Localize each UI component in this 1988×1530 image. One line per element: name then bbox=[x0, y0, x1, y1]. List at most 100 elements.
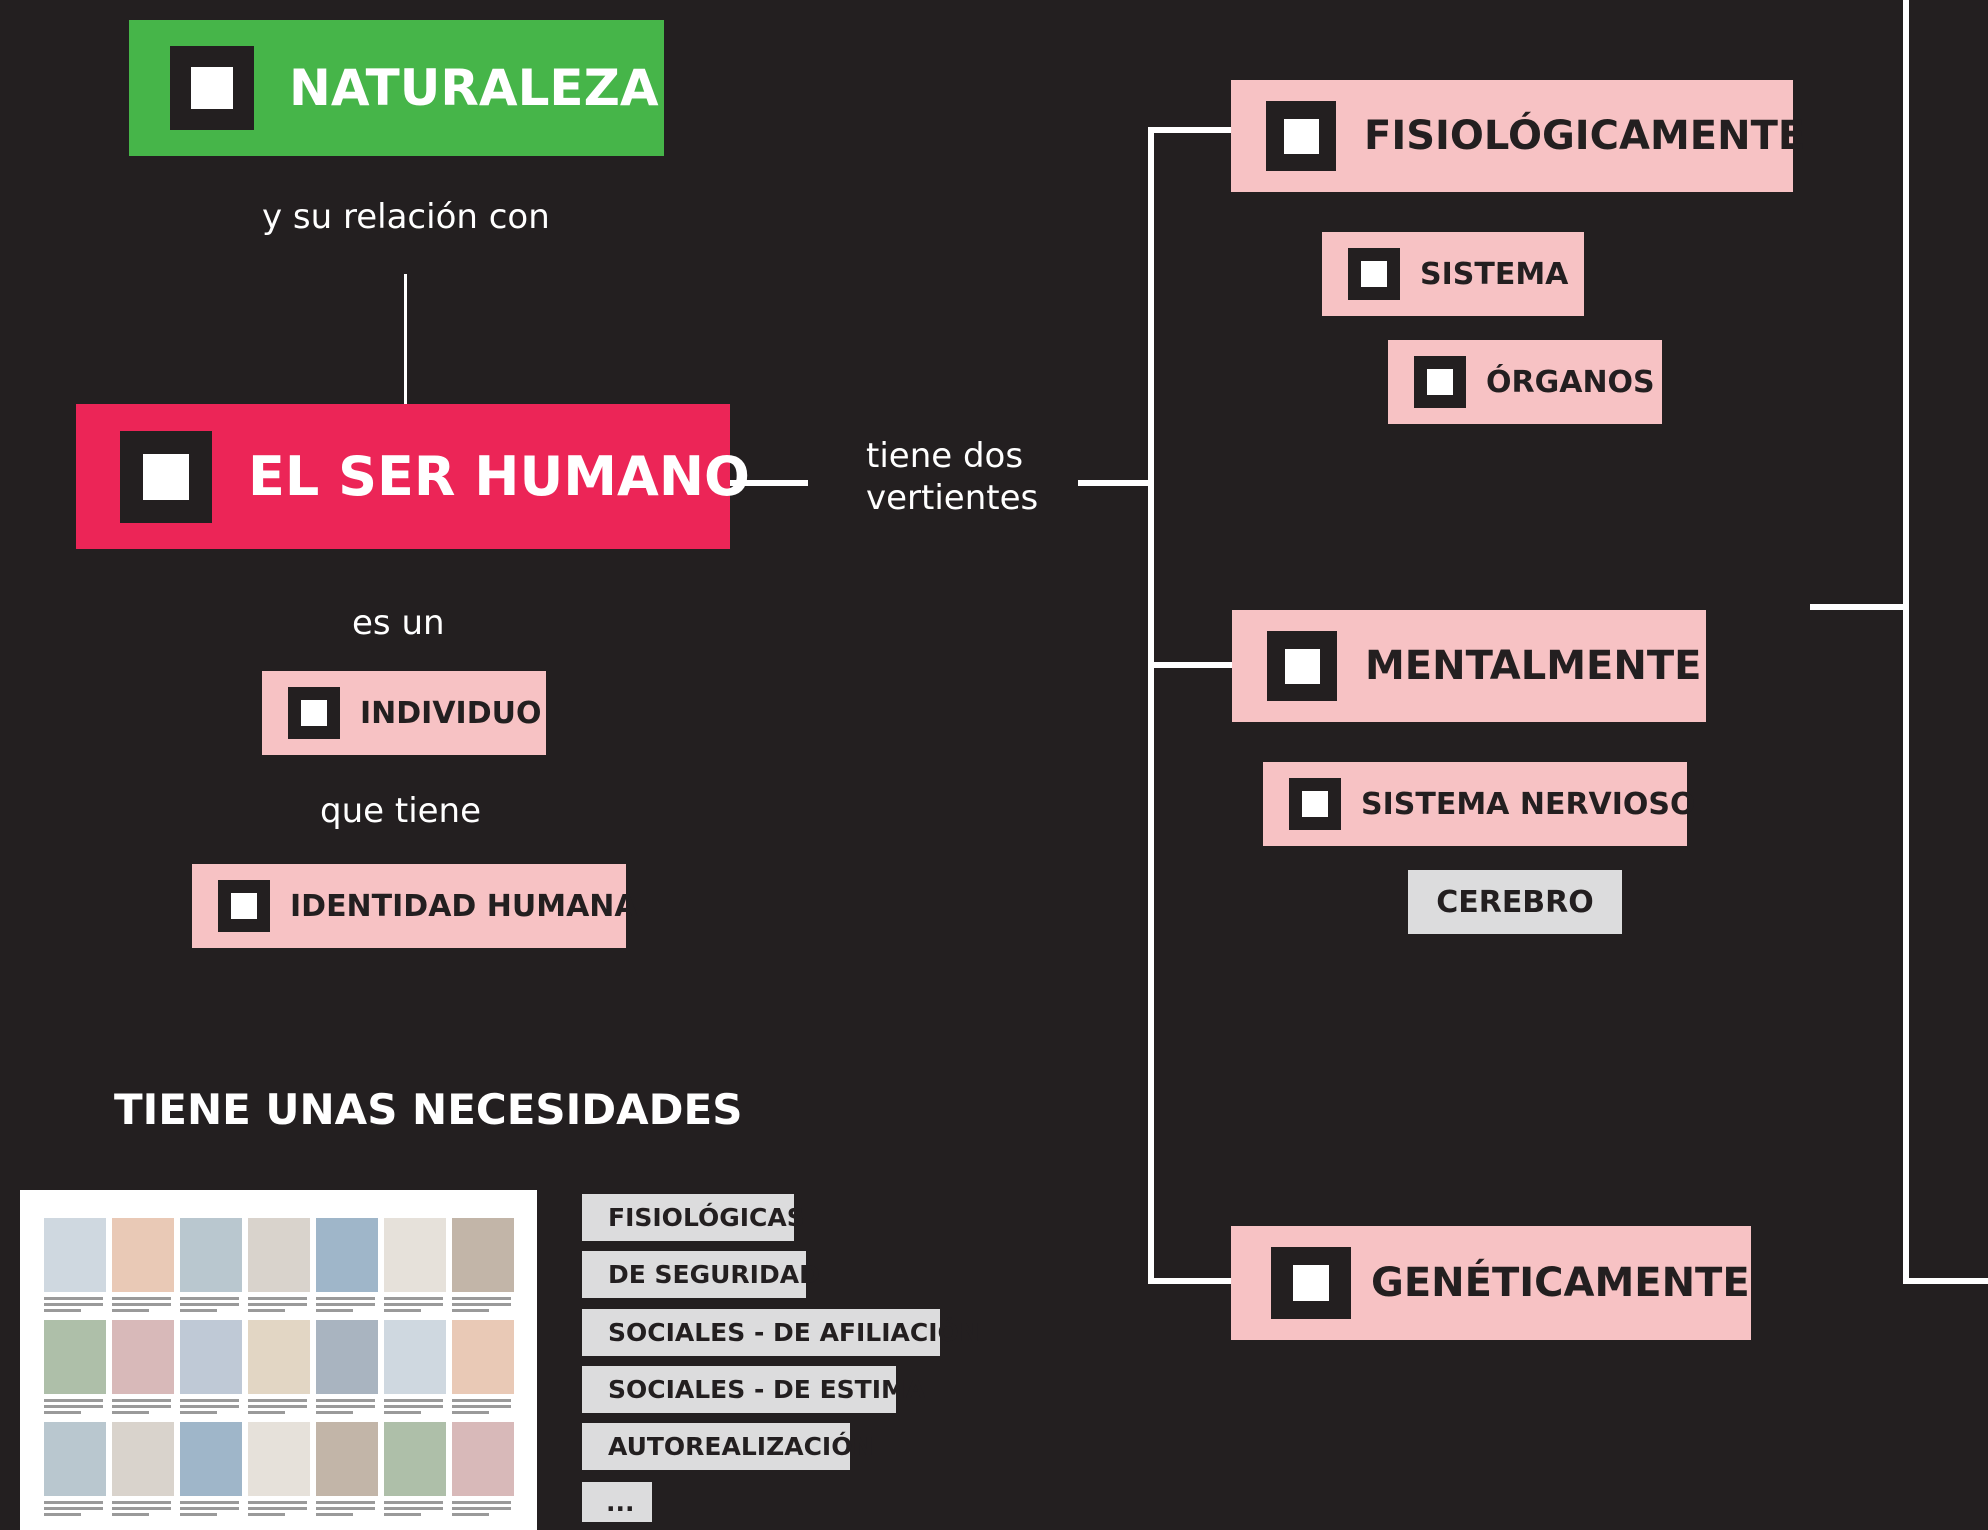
square-icon bbox=[1414, 356, 1466, 408]
node-geneticamente[interactable]: GENÉTICAMENTE bbox=[1231, 1226, 1751, 1340]
connector-ser-vertientes bbox=[730, 480, 808, 486]
collage-photo bbox=[180, 1320, 242, 1394]
right-branch-bottom bbox=[1903, 1278, 1988, 1284]
collage-caption-line bbox=[248, 1399, 307, 1402]
collage-caption-line bbox=[248, 1405, 307, 1408]
node-label: GENÉTICAMENTE bbox=[1371, 1260, 1750, 1306]
collage-caption-line bbox=[248, 1513, 286, 1516]
node-fisiologicamente[interactable]: FISIOLÓGICAMENTE bbox=[1231, 80, 1805, 192]
node-label: ÓRGANOS bbox=[1486, 364, 1655, 400]
square-icon bbox=[1271, 1247, 1351, 1319]
collage-caption-line bbox=[44, 1513, 82, 1516]
collage-photo bbox=[180, 1218, 242, 1292]
need-item[interactable]: SOCIALES - DE ESTIMA bbox=[582, 1366, 925, 1413]
collage-caption-line bbox=[112, 1507, 171, 1510]
collage-photo bbox=[248, 1422, 310, 1496]
collage-photo bbox=[112, 1422, 174, 1496]
collage-caption-line bbox=[112, 1501, 171, 1504]
branch-fisio bbox=[1148, 127, 1232, 133]
branch-genetic bbox=[1148, 1278, 1232, 1284]
collage-caption-line bbox=[180, 1309, 218, 1312]
collage-caption-line bbox=[180, 1501, 239, 1504]
collage-photo bbox=[452, 1218, 514, 1292]
collage-caption-line bbox=[316, 1309, 354, 1312]
collage-caption-line bbox=[316, 1297, 375, 1300]
right-branch-mid bbox=[1810, 604, 1906, 610]
collage-caption-line bbox=[316, 1507, 375, 1510]
collage-caption-line bbox=[248, 1501, 307, 1504]
connector-label-es-un: es un bbox=[352, 603, 445, 643]
collage-caption-line bbox=[180, 1513, 218, 1516]
square-icon bbox=[170, 46, 254, 130]
collage-photo bbox=[44, 1320, 106, 1394]
collage-caption-line bbox=[384, 1303, 443, 1306]
collage-caption-line bbox=[452, 1303, 511, 1306]
collage-caption-line bbox=[112, 1303, 171, 1306]
collage-caption-line bbox=[384, 1501, 443, 1504]
node-mentalmente[interactable]: MENTALMENTE bbox=[1232, 610, 1706, 722]
need-item[interactable]: DE SEGURIDAD bbox=[582, 1251, 820, 1298]
trunk-vertical bbox=[1148, 127, 1154, 1284]
collage-photo bbox=[248, 1320, 310, 1394]
node-naturaleza[interactable]: NATURALEZA bbox=[129, 20, 664, 156]
collage-caption-line bbox=[384, 1297, 443, 1300]
collage-caption-line bbox=[180, 1297, 239, 1300]
collage-caption-line bbox=[112, 1297, 171, 1300]
connector-label-vertientes-2: vertientes bbox=[866, 478, 1039, 518]
node-cerebro[interactable]: CEREBRO bbox=[1408, 870, 1622, 934]
right-trunk-vertical bbox=[1903, 0, 1909, 1284]
collage-caption-line bbox=[44, 1411, 82, 1414]
node-sistema-nervioso[interactable]: SISTEMA NERVIOSO bbox=[1263, 762, 1696, 846]
collage-caption-line bbox=[248, 1309, 286, 1312]
collage-caption-line bbox=[180, 1411, 218, 1414]
need-label: ... bbox=[606, 1487, 635, 1517]
collage-caption-line bbox=[248, 1507, 307, 1510]
node-sistema[interactable]: SISTEMA bbox=[1322, 232, 1584, 316]
collage-caption-line bbox=[452, 1297, 511, 1300]
collage-caption-line bbox=[44, 1405, 103, 1408]
node-identidad-humana[interactable]: IDENTIDAD HUMANA bbox=[192, 864, 638, 948]
square-icon bbox=[120, 430, 212, 523]
square-icon bbox=[218, 880, 270, 932]
collage-photo bbox=[452, 1320, 514, 1394]
collage-caption-line bbox=[452, 1507, 511, 1510]
node-label: INDIVIDUO bbox=[360, 695, 542, 731]
collage-caption-line bbox=[384, 1411, 422, 1414]
collage-caption-line bbox=[384, 1399, 443, 1402]
collage-thumbnail[interactable] bbox=[20, 1190, 537, 1530]
node-organos[interactable]: ÓRGANOS bbox=[1388, 340, 1662, 424]
collage-caption-line bbox=[44, 1297, 103, 1300]
collage-caption-line bbox=[316, 1399, 375, 1402]
square-icon bbox=[1267, 631, 1337, 701]
collage-caption-line bbox=[384, 1309, 422, 1312]
collage-caption-line bbox=[452, 1411, 490, 1414]
collage-caption-line bbox=[112, 1405, 171, 1408]
node-ser-humano[interactable]: EL SER HUMANO bbox=[76, 404, 750, 549]
collage-caption-line bbox=[452, 1513, 490, 1516]
node-label: IDENTIDAD HUMANA bbox=[290, 888, 638, 924]
collage-photo bbox=[452, 1422, 514, 1496]
collage-photo bbox=[248, 1218, 310, 1292]
collage-caption-line bbox=[44, 1507, 103, 1510]
collage-caption-line bbox=[452, 1501, 511, 1504]
connector-label-vertientes-1: tiene dos bbox=[866, 436, 1024, 476]
node-individuo[interactable]: INDIVIDUO bbox=[262, 671, 546, 755]
need-item[interactable]: AUTOREALIZACIÓN bbox=[582, 1423, 873, 1470]
need-item[interactable]: ... bbox=[582, 1482, 652, 1522]
need-item[interactable]: SOCIALES - DE AFILIACIÓN bbox=[582, 1309, 980, 1356]
collage-caption-line bbox=[44, 1501, 103, 1504]
node-label: FISIOLÓGICAMENTE bbox=[1364, 113, 1806, 159]
collage-caption-line bbox=[180, 1405, 239, 1408]
node-label: EL SER HUMANO bbox=[248, 445, 750, 508]
node-label: NATURALEZA bbox=[289, 59, 659, 117]
need-item[interactable]: FISIOLÓGICAS bbox=[582, 1194, 805, 1241]
collage-caption-line bbox=[180, 1507, 239, 1510]
connector-label-que-tiene: que tiene bbox=[320, 791, 482, 831]
collage-photo bbox=[316, 1422, 378, 1496]
connector-label-relacion: y su relación con bbox=[262, 197, 550, 237]
collage-photo bbox=[316, 1218, 378, 1292]
collage-caption-line bbox=[384, 1513, 422, 1516]
collage-caption-line bbox=[384, 1405, 443, 1408]
needs-heading: TIENE UNAS NECESIDADES bbox=[114, 1085, 743, 1134]
collage-caption-line bbox=[112, 1411, 150, 1414]
